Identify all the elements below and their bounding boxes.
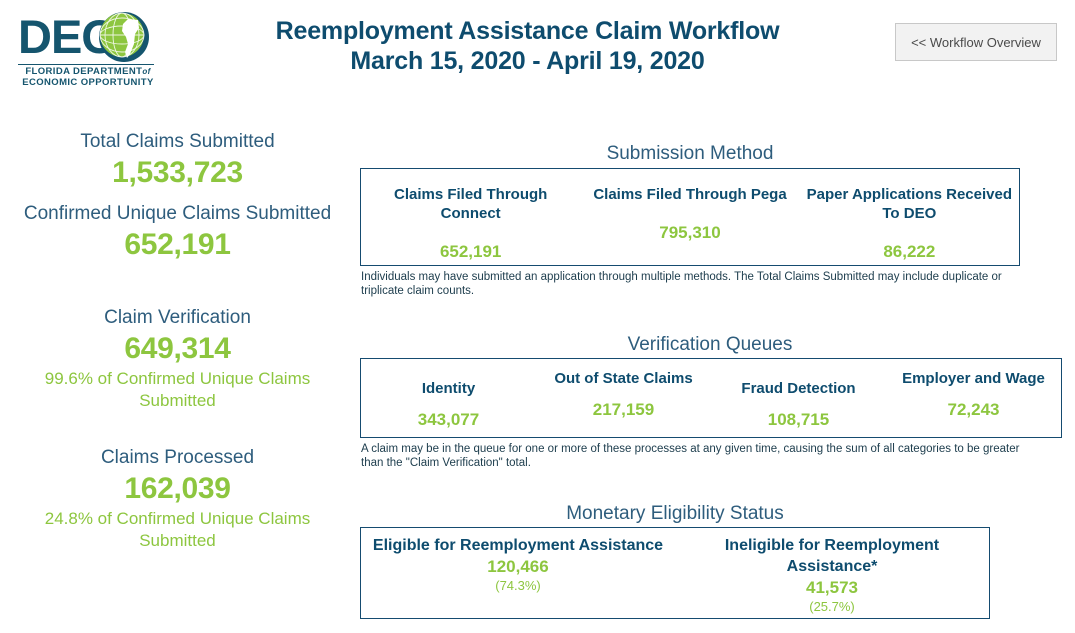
deo-logo: DEO FLORIDA DEPARTMENTof bbox=[12, 10, 160, 88]
cell-value: 652,191 bbox=[439, 242, 502, 261]
stat-claim-verification: Claim Verification 649,314 99.6% of Conf… bbox=[10, 306, 345, 412]
stat-value: 649,314 bbox=[124, 332, 231, 365]
cell-value: 72,243 bbox=[947, 400, 1000, 419]
cell-percent: (25.7%) bbox=[809, 599, 855, 614]
logo-subtitle-line1: FLORIDA DEPARTMENT bbox=[25, 66, 143, 77]
queue-cell-fraud-detection: Fraud Detection 108,715 bbox=[711, 369, 886, 431]
stat-total-claims-submitted: Total Claims Submitted 1,533,723 bbox=[10, 130, 345, 192]
queue-cell-identity: Identity 343,077 bbox=[361, 369, 536, 431]
globe-icon bbox=[98, 11, 150, 63]
submission-cell-paper: Paper Applications Received To DEO 86,22… bbox=[800, 185, 1019, 263]
verification-queues-footnote: A claim may be in the queue for one or m… bbox=[361, 443, 1020, 469]
queue-cell-employer-wage: Employer and Wage 72,243 bbox=[886, 369, 1061, 421]
cell-label: Fraud Detection bbox=[741, 380, 856, 397]
submission-method-footnote: Individuals may have submitted an applic… bbox=[361, 271, 1002, 297]
stat-label: Total Claims Submitted bbox=[80, 131, 275, 152]
cell-label: Ineligible for Reemployment Assistance* bbox=[724, 537, 940, 575]
submission-cell-pega: Claims Filed Through Pega 795,310 bbox=[580, 185, 799, 244]
stat-label: Confirmed Unique Claims Submitted bbox=[23, 203, 332, 224]
logo-subtitle: FLORIDA DEPARTMENTof ECONOMIC OPPORTUNIT… bbox=[18, 66, 158, 88]
stat-label: Claims Processed bbox=[100, 447, 255, 468]
stat-note: 24.8% of Confirmed Unique Claims Submitt… bbox=[44, 509, 311, 550]
monetary-eligibility-heading: Monetary Eligibility Status bbox=[566, 503, 784, 524]
page-title: Reemployment Assistance Claim Workflow M… bbox=[195, 16, 860, 76]
cell-label: Claims Filed Through Connect bbox=[393, 186, 548, 222]
logo-subtitle-line2: ECONOMIC OPPORTUNITY bbox=[22, 77, 154, 88]
stat-value: 1,533,723 bbox=[112, 156, 243, 189]
page-header: DEO FLORIDA DEPARTMENTof bbox=[0, 0, 1075, 100]
cell-value: 343,077 bbox=[417, 410, 480, 429]
logo-mark: DEO bbox=[12, 10, 160, 66]
monetary-cell-eligible: Eligible for Reemployment Assistance 120… bbox=[361, 535, 675, 594]
logo-divider bbox=[18, 64, 154, 65]
submission-method-panel: Claims Filed Through Connect 652,191 Cla… bbox=[360, 168, 1020, 266]
cell-label: Employer and Wage bbox=[902, 370, 1045, 387]
cell-value: 41,573 bbox=[806, 578, 858, 597]
submission-method-heading: Submission Method bbox=[606, 143, 774, 164]
submission-cell-connect: Claims Filed Through Connect 652,191 bbox=[361, 185, 580, 263]
monetary-eligibility-panel: Eligible for Reemployment Assistance 120… bbox=[360, 527, 990, 619]
verification-queues-heading: Verification Queues bbox=[627, 334, 793, 355]
page-title-line2: March 15, 2020 - April 19, 2020 bbox=[350, 47, 705, 75]
stat-label: Claim Verification bbox=[104, 307, 251, 328]
stat-value: 652,191 bbox=[124, 228, 231, 261]
cell-value: 108,715 bbox=[767, 410, 830, 429]
cell-label: Out of State Claims bbox=[554, 370, 693, 387]
cell-value: 795,310 bbox=[659, 223, 721, 242]
cell-value: 217,159 bbox=[592, 400, 655, 419]
monetary-cell-ineligible: Ineligible for Reemployment Assistance* … bbox=[675, 535, 989, 615]
stat-claims-processed: Claims Processed 162,039 24.8% of Confir… bbox=[10, 446, 345, 552]
logo-subtitle-of: of bbox=[142, 67, 151, 76]
cell-value: 120,466 bbox=[487, 557, 549, 576]
cell-percent: (74.3%) bbox=[495, 578, 541, 593]
stat-value: 162,039 bbox=[124, 472, 231, 505]
cell-label: Paper Applications Received To DEO bbox=[806, 186, 1012, 222]
page-title-line1: Reemployment Assistance Claim Workflow bbox=[275, 17, 780, 45]
summary-stats-column: Total Claims Submitted 1,533,723 Confirm… bbox=[10, 130, 345, 552]
cell-label: Claims Filed Through Pega bbox=[593, 186, 787, 203]
queue-cell-out-of-state: Out of State Claims 217,159 bbox=[536, 369, 711, 421]
workflow-overview-button[interactable]: << Workflow Overview bbox=[895, 23, 1057, 61]
verification-queues-panel: Identity 343,077 Out of State Claims 217… bbox=[360, 358, 1062, 438]
stat-confirmed-unique-claims: Confirmed Unique Claims Submitted 652,19… bbox=[10, 202, 345, 264]
cell-label: Identity bbox=[421, 380, 476, 397]
cell-value: 86,222 bbox=[883, 242, 936, 261]
stat-note: 99.6% of Confirmed Unique Claims Submitt… bbox=[44, 369, 311, 410]
cell-label: Eligible for Reemployment Assistance bbox=[372, 537, 664, 554]
